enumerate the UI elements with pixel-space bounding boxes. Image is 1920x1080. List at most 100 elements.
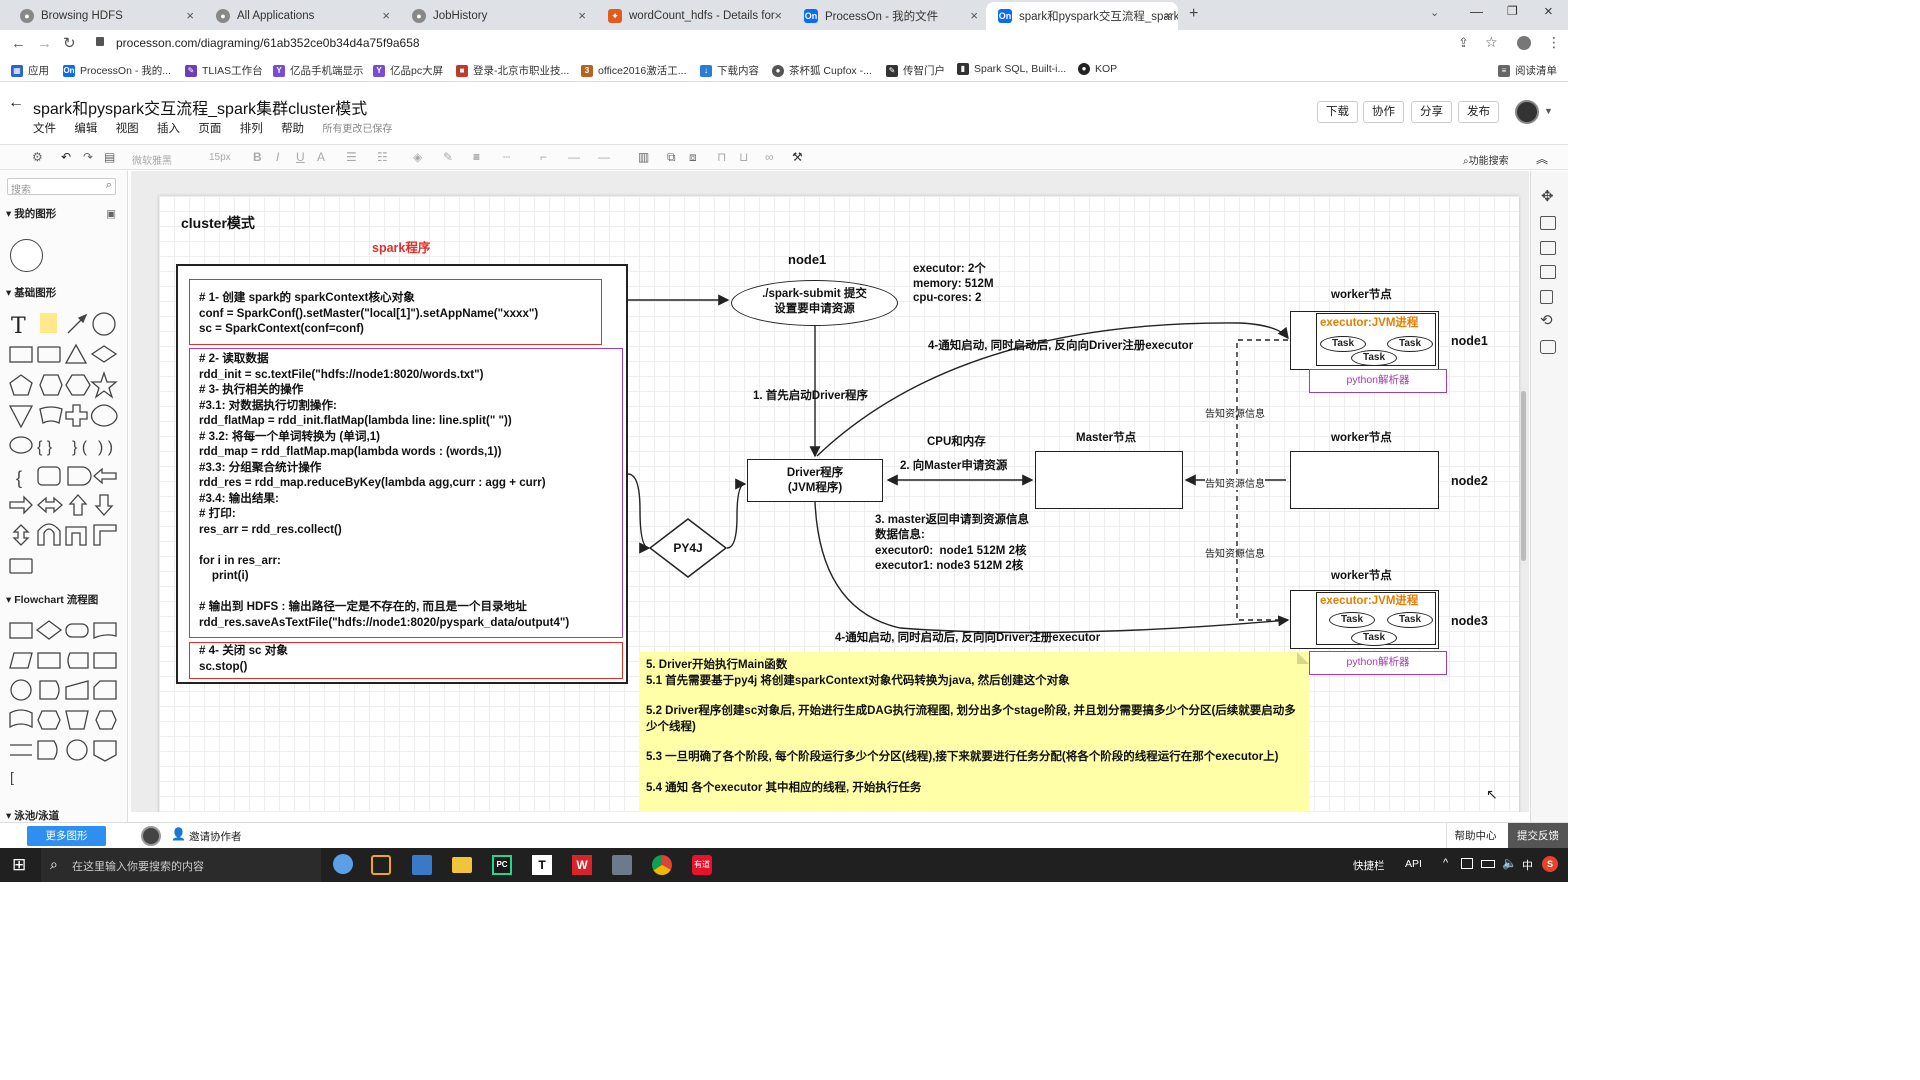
task-node3-c[interactable]: Task (1351, 630, 1397, 646)
section-basic-shapes[interactable]: ▾ 基础图形 (6, 287, 57, 299)
close-tab-icon[interactable]: × (774, 8, 782, 23)
profile-icon[interactable] (1517, 36, 1531, 50)
reload-icon[interactable]: ↻ (63, 35, 76, 52)
app-icon-3[interactable] (612, 855, 632, 875)
new-tab-icon[interactable]: + (1189, 5, 1199, 22)
app-icon-2[interactable] (412, 855, 432, 875)
tab-processon-files[interactable]: On ProcessOn - 我的文件 × (792, 2, 984, 30)
italic-icon[interactable]: I (276, 150, 280, 164)
ungroup-icon[interactable]: ⧈ (689, 150, 697, 164)
line-spacing-icon[interactable]: ☷ (377, 150, 388, 164)
group-icon[interactable]: ⧉ (667, 150, 676, 164)
worker-node2-title[interactable]: worker节点 (1331, 432, 1392, 444)
collaborate-button[interactable]: 协作 (1363, 101, 1404, 123)
close-tab-icon[interactable]: × (970, 8, 978, 23)
start-arrow-icon[interactable]: — (568, 150, 580, 164)
url-field[interactable]: processon.com/diagraming/61ab352ce0b34d4… (116, 36, 420, 50)
magic-wand-icon[interactable]: ⚒ (792, 150, 803, 164)
app-icon-4[interactable]: 有道 (692, 855, 712, 875)
tab-all-applications[interactable]: ● All Applications × (204, 2, 396, 30)
battery-icon[interactable] (1481, 860, 1495, 868)
sogou-icon[interactable]: S (1542, 856, 1558, 872)
menu-file[interactable]: 文件 (33, 123, 56, 135)
shape-circle[interactable] (10, 239, 43, 272)
task-node3-a[interactable]: Task (1329, 612, 1375, 628)
code-block-create-context[interactable] (189, 279, 602, 345)
flowchart-shapes-grid[interactable]: [ (6, 617, 122, 787)
navigate-icon[interactable]: ✥ (1541, 188, 1554, 205)
api-label[interactable]: API (1405, 858, 1422, 870)
wps-icon[interactable]: W (572, 855, 592, 875)
line-color-icon[interactable]: ✎ (443, 150, 454, 164)
minimize-icon[interactable]: — (1470, 4, 1483, 19)
pages-icon[interactable] (1540, 265, 1556, 279)
user-avatar[interactable] (1515, 100, 1539, 124)
unlock-shape-icon[interactable]: ⊔ (739, 150, 749, 164)
node2-side-label[interactable]: node2 (1451, 474, 1488, 488)
task-node1-c[interactable]: Task (1351, 350, 1397, 366)
cortana-icon[interactable] (333, 854, 353, 874)
restore-icon[interactable]: ❐ (1507, 4, 1518, 18)
bookmark-apps[interactable]: ▦应用 (11, 63, 49, 78)
forward-icon[interactable]: → (37, 35, 52, 52)
tab-jobhistory[interactable]: ● JobHistory × (400, 2, 592, 30)
page-title[interactable]: cluster模式 (181, 215, 255, 231)
menu-help[interactable]: 帮助 (281, 123, 305, 135)
spark-submit-ellipse[interactable] (731, 280, 898, 326)
taskbar-search-box[interactable]: ⌕ 在这里输入你要搜索的内容 (41, 848, 321, 882)
end-arrow-icon[interactable]: — (598, 150, 610, 164)
python-interpreter-node1[interactable]: python解析器 (1309, 369, 1447, 393)
font-family-select[interactable]: 微软雅黑 (132, 156, 172, 167)
font-size-select[interactable]: 15px (209, 152, 231, 163)
python-interpreter-node3[interactable]: python解析器 (1309, 651, 1447, 675)
code-block-stop[interactable] (189, 642, 623, 679)
pycharm-icon[interactable]: PC (492, 855, 512, 875)
basic-shapes-grid[interactable]: T { } } () ) { (6, 309, 122, 579)
chrome-icon[interactable] (652, 855, 672, 875)
bookmark-sparksql[interactable]: ▮Spark SQL, Built-i... (957, 63, 1066, 75)
step3-label[interactable]: 3. master返回申请到资源信息 数据信息: executor0: node… (875, 514, 1030, 572)
feedback-button[interactable]: 提交反馈 (1508, 823, 1568, 849)
reading-list[interactable]: ≡阅读清单 (1498, 63, 1557, 78)
step4-top-label[interactable]: 4-通知启动, 同时启动后, 反向向Driver注册executor (928, 340, 1194, 352)
windows-start-icon[interactable]: ⊞ (12, 855, 27, 874)
master-node-title[interactable]: Master节点 (1076, 432, 1137, 444)
file-explorer-icon[interactable] (452, 857, 472, 873)
app-icon-1[interactable] (371, 855, 391, 875)
undo-icon[interactable]: ↶ (61, 150, 72, 164)
feature-search[interactable]: ⌕功能搜索 (1463, 156, 1509, 167)
bookmark-kop[interactable]: ●KOP (1078, 63, 1117, 75)
file-icon[interactable] (1540, 290, 1553, 304)
bookmark-cupfox[interactable]: ●茶杯狐 Cupfox -... (772, 63, 872, 78)
py4j-diamond[interactable] (649, 518, 727, 578)
close-tab-icon[interactable]: × (1164, 8, 1172, 23)
menu-edit[interactable]: 编辑 (74, 123, 98, 135)
menu-arrange[interactable]: 排列 (239, 123, 263, 135)
tab-browsing-hdfs[interactable]: ● Browsing HDFS × (8, 2, 200, 30)
quick-bar-label[interactable]: 快捷栏 (1353, 860, 1385, 872)
line-width-icon[interactable]: ≡ (473, 150, 481, 164)
share-button[interactable]: 分享 (1411, 101, 1452, 123)
comment-icon[interactable] (1540, 340, 1556, 354)
section-flowchart[interactable]: ▾ Flowchart 流程图 (6, 594, 99, 606)
back-arrow-icon[interactable]: ← (8, 94, 24, 111)
invite-user-icon[interactable]: 👤 (171, 827, 186, 841)
browser-menu-icon[interactable]: ⋮ (1547, 34, 1561, 50)
font-color-icon[interactable]: A (317, 150, 326, 164)
collapse-toolbar-icon[interactable]: ︽ (1536, 152, 1549, 166)
step4-bottom-label[interactable]: 4-通知启动, 同时启动后, 反向向Driver注册executor (835, 632, 1101, 644)
collaborator-avatar[interactable] (141, 826, 161, 846)
bookmark-downloads[interactable]: ↓下载内容 (700, 63, 759, 78)
volume-icon[interactable]: 🔈 (1502, 856, 1517, 870)
tray-icon-1[interactable] (1461, 858, 1473, 869)
spark-program-label[interactable]: spark程序 (372, 241, 431, 255)
bold-icon[interactable]: B (253, 150, 262, 164)
image-icon[interactable] (1540, 216, 1556, 230)
redo-icon[interactable]: ↷ (83, 150, 94, 164)
section-my-shapes[interactable]: ▾ 我的图形▣ (0, 204, 126, 224)
menu-insert[interactable]: 插入 (157, 123, 181, 135)
bookmark-beijing[interactable]: ■登录-北京市职业技... (456, 63, 569, 78)
